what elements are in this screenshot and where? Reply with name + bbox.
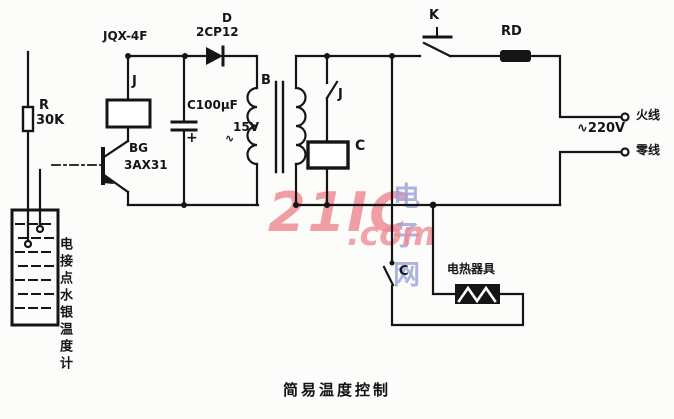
thermometer-label: 电接点水银温度计 — [57, 237, 72, 373]
watermark-brand: 21IC — [268, 181, 411, 244]
mains-terminals — [558, 112, 630, 207]
relay-model-label: JQX-4F — [103, 29, 148, 43]
transformer-symbol — [246, 54, 307, 207]
relay-contact-branch — [306, 54, 350, 207]
contactor-contact-label: C — [399, 264, 409, 279]
capacitor-symbol — [170, 54, 198, 207]
thermometer-probe-wires — [23, 50, 45, 249]
resistor-symbol — [21, 105, 35, 133]
junction-dots — [125, 53, 437, 266]
heater-symbol — [431, 203, 500, 304]
capacitor-label: C100μF — [187, 98, 238, 112]
fuse-label: RD — [501, 24, 522, 39]
relay-coil-symbol — [105, 54, 152, 143]
neutral-wire-label: 零线 — [636, 143, 661, 157]
transistor-ref-label: BG — [129, 141, 148, 155]
secondary-voltage-label: 15V — [233, 120, 259, 134]
mains-voltage-label: ∿220V — [577, 121, 626, 136]
live-wire-label: 火线 — [636, 108, 661, 122]
fuse-rd-symbol — [500, 50, 531, 62]
watermark-site-cn: 电子网 — [393, 182, 422, 291]
switch-k-symbol — [422, 27, 453, 58]
contactor-contact-branch — [382, 54, 525, 327]
diode-ref-label: D — [222, 11, 232, 25]
resistor-ref-label: R — [39, 98, 50, 113]
contactor-coil-label: C — [355, 138, 366, 154]
resistor-value-label: 30K — [36, 113, 65, 128]
diode-model-label: 2CP12 — [196, 25, 239, 39]
heater-label: 电热器具 — [447, 262, 496, 276]
secondary-ac-label: ∿ — [225, 132, 235, 145]
relay-contact-label: J — [338, 87, 343, 102]
dc-top-rail — [126, 54, 259, 90]
relay-coil-label: J — [132, 74, 137, 89]
transformer-label: B — [261, 73, 271, 88]
ac-top-rail — [294, 54, 623, 119]
thermometer-vessel — [10, 208, 60, 327]
diode-symbol — [206, 45, 225, 67]
transistor-model-label: 3AX31 — [124, 158, 168, 172]
capacitor-polarity-label: + — [186, 130, 198, 146]
transistor-symbol — [51, 139, 130, 207]
switch-k-label: K — [429, 8, 440, 23]
figure-caption: 简易温度控制 — [282, 381, 391, 399]
